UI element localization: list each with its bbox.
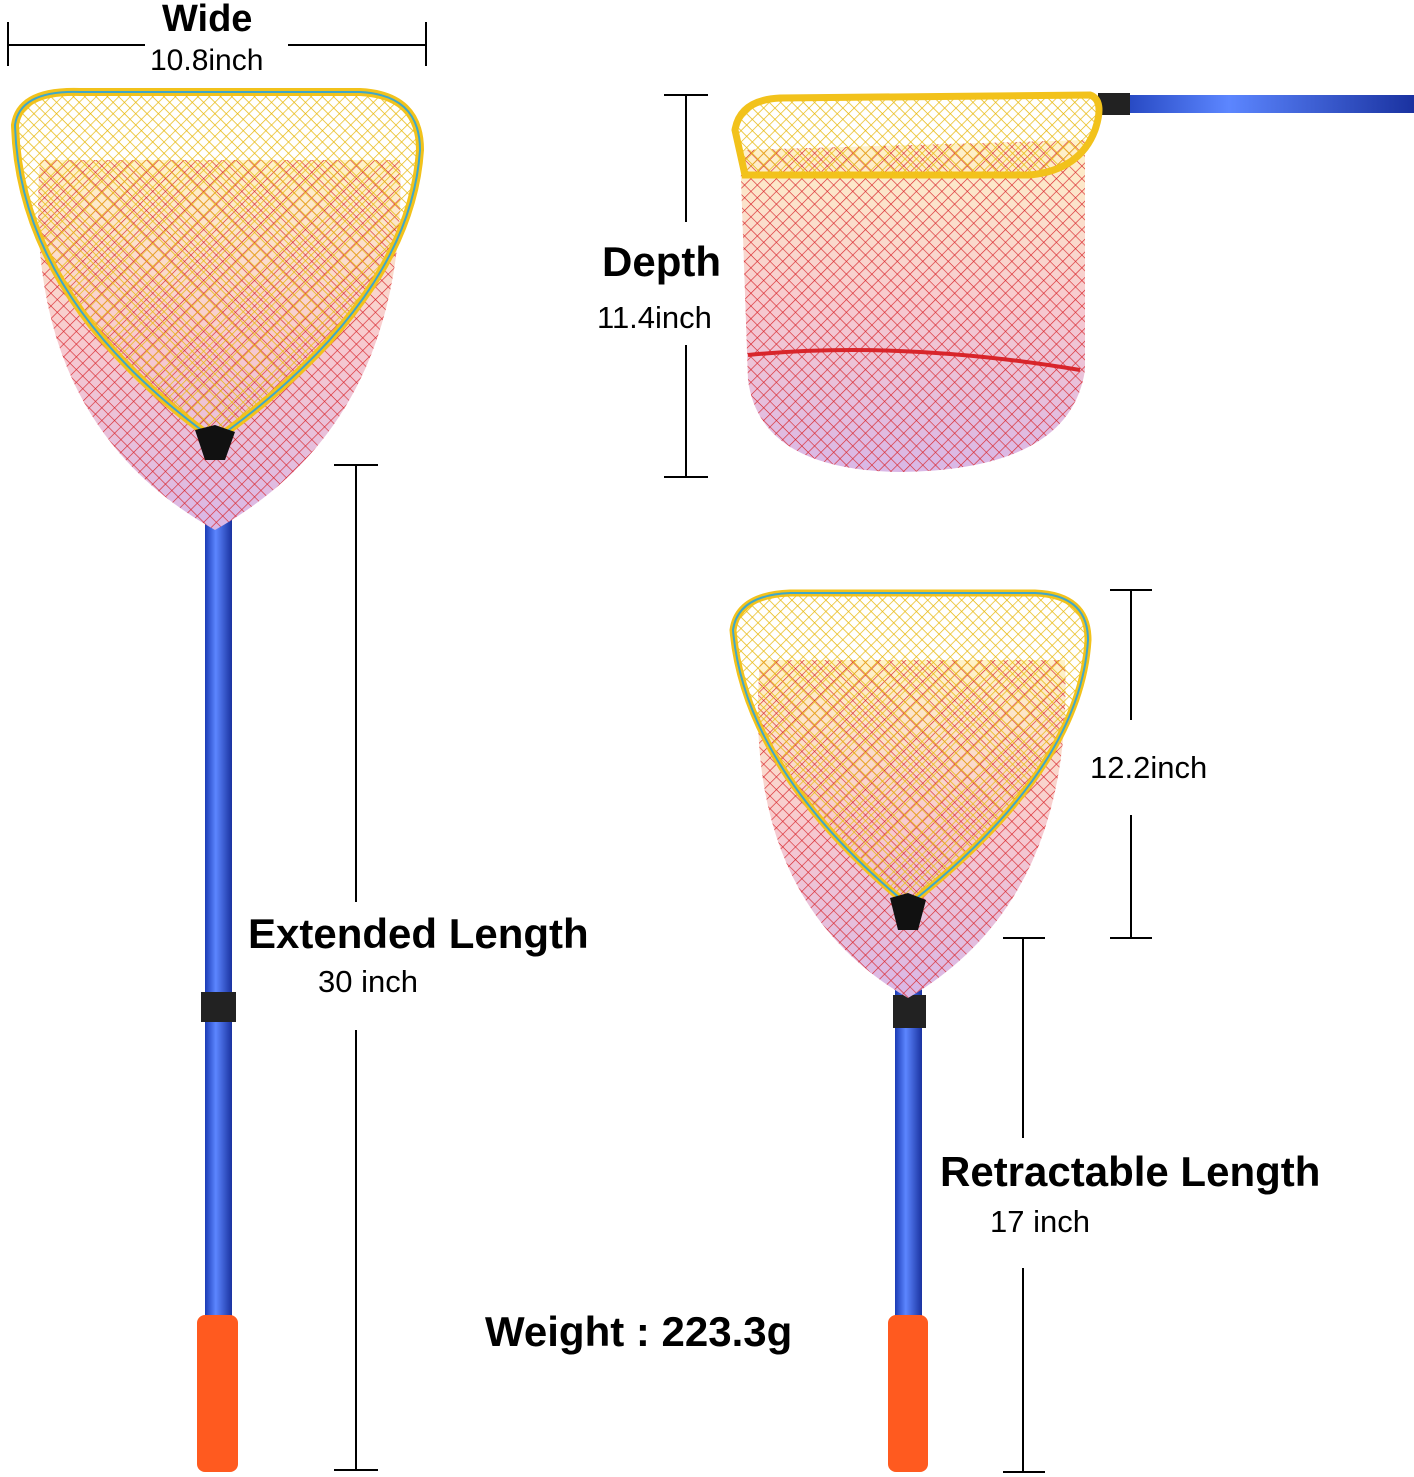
weight-label: Weight : 223.3g [485,1308,793,1355]
pole [1105,95,1414,113]
pole-connector [893,995,926,1028]
extended-length-value: 30 inch [318,964,418,999]
pole-connector [201,992,236,1022]
side-view-net [731,91,1414,472]
retractable-length-label: Retractable Length [940,1148,1321,1195]
dimension-lines [7,22,1152,1473]
extended-net [10,87,425,1472]
grip [888,1315,928,1472]
head-height-value: 12.2inch [1090,750,1208,785]
wide-label: Wide [162,0,253,40]
wide-value: 10.8inch [150,44,264,77]
retracted-net [729,589,1092,1472]
depth-label: Depth [602,238,721,285]
grip [197,1315,238,1472]
extended-length-label: Extended Length [248,910,589,957]
retractable-length-value: 17 inch [990,1204,1090,1239]
pole [205,440,232,1320]
depth-value: 11.4inch [597,300,712,335]
